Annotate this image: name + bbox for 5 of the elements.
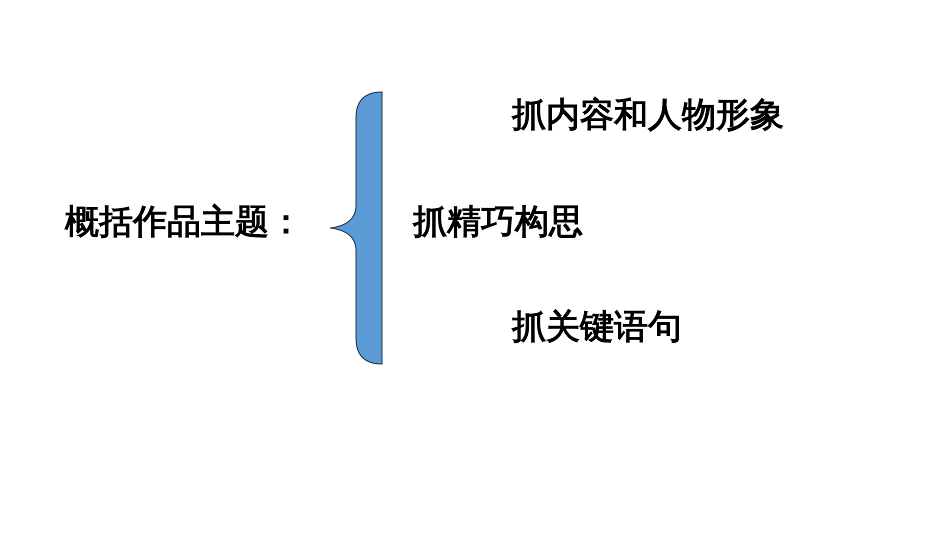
curly-brace	[330, 92, 382, 364]
label-text: 抓内容和人物形象	[512, 95, 784, 135]
label-text: 抓精巧构思	[413, 202, 583, 242]
label-text: 抓关键语句	[512, 307, 682, 347]
label-text: 概括作品主题：	[65, 202, 303, 242]
